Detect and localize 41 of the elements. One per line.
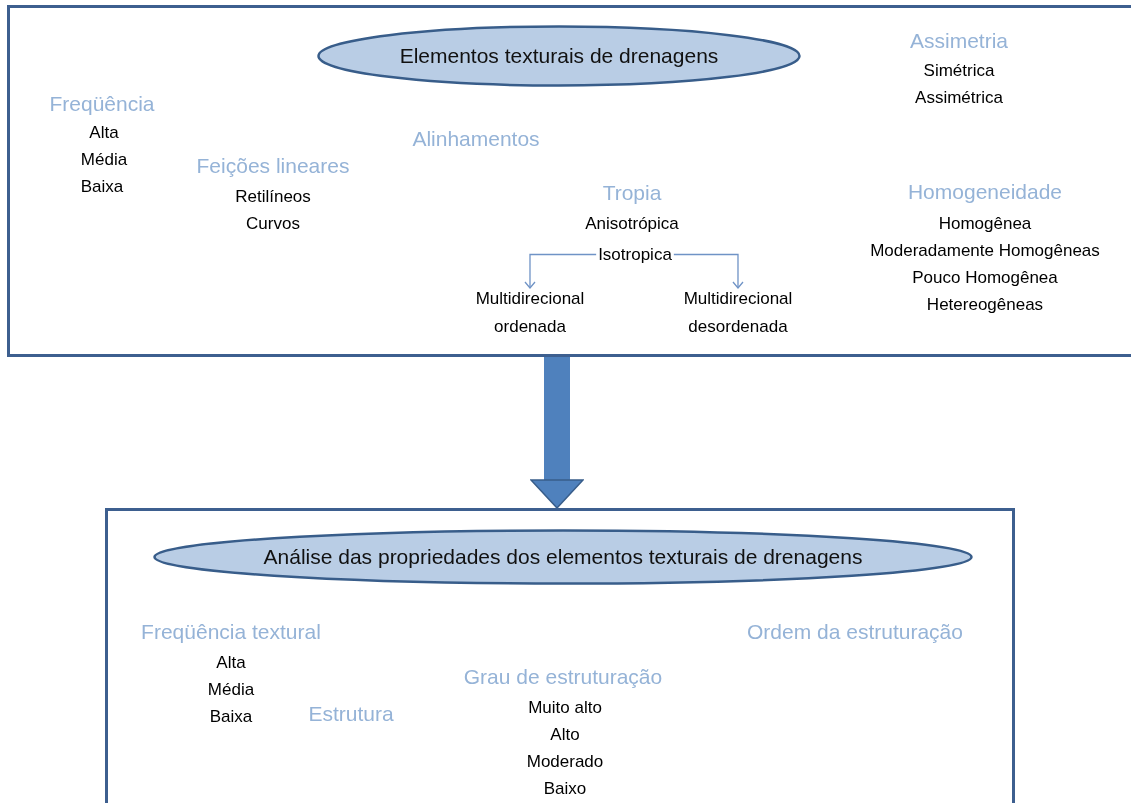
block-arrow xyxy=(530,356,584,509)
category-item: Baixo xyxy=(543,779,587,799)
category-item: Média xyxy=(207,680,255,700)
category-heading: Grau de estruturação xyxy=(463,665,663,689)
category-heading: Feições lineares xyxy=(196,154,350,178)
category-item: Retilíneos xyxy=(235,187,311,207)
panel-frame xyxy=(7,5,1131,357)
category-item: Homogênea xyxy=(938,214,1032,234)
category-heading: Estrutura xyxy=(308,702,394,726)
panel-frame xyxy=(105,508,1015,803)
category-heading: Freqüência xyxy=(49,92,155,116)
category-item: Pouco Homogênea xyxy=(912,268,1058,288)
category-heading: Freqüência textural xyxy=(141,620,321,644)
category-heading: Tropia xyxy=(602,181,662,205)
category-item: Baixa xyxy=(209,707,253,727)
category-item: Assimétrica xyxy=(915,88,1003,108)
category-item: Alta xyxy=(216,653,246,673)
category-item: Baixa xyxy=(80,177,124,197)
title-ellipse xyxy=(153,529,973,585)
category-item: Moderadamente Homogêneas xyxy=(870,241,1100,261)
title-ellipse xyxy=(317,25,801,87)
arrow xyxy=(524,253,597,289)
category-heading: Ordem da estruturação xyxy=(747,620,963,644)
category-heading: Alinhamentos xyxy=(412,127,540,151)
category-item: Alta xyxy=(89,123,119,143)
category-item: Média xyxy=(80,150,128,170)
category-heading: Assimetria xyxy=(910,29,1008,53)
category-text: Multidirecional desordenada xyxy=(658,285,818,341)
arrow xyxy=(673,253,744,289)
category-item: Hetereogêneas xyxy=(926,295,1044,315)
category-item: Alto xyxy=(550,725,580,745)
category-item: Muito alto xyxy=(528,698,602,718)
category-heading: Homogeneidade xyxy=(907,180,1063,204)
title-text: Análise das propriedades dos elementos texturais de drenagens xyxy=(263,545,863,569)
category-item: Simétrica xyxy=(923,61,995,81)
category-text: Isotropica xyxy=(586,241,684,267)
category-text: Multidirecional ordenada xyxy=(450,285,610,341)
title-text: Elementos texturais de drenagens xyxy=(399,44,719,68)
category-item: Moderado xyxy=(526,752,604,772)
category-item: Curvos xyxy=(246,214,300,234)
category-item: Anisotrópica xyxy=(585,214,679,234)
